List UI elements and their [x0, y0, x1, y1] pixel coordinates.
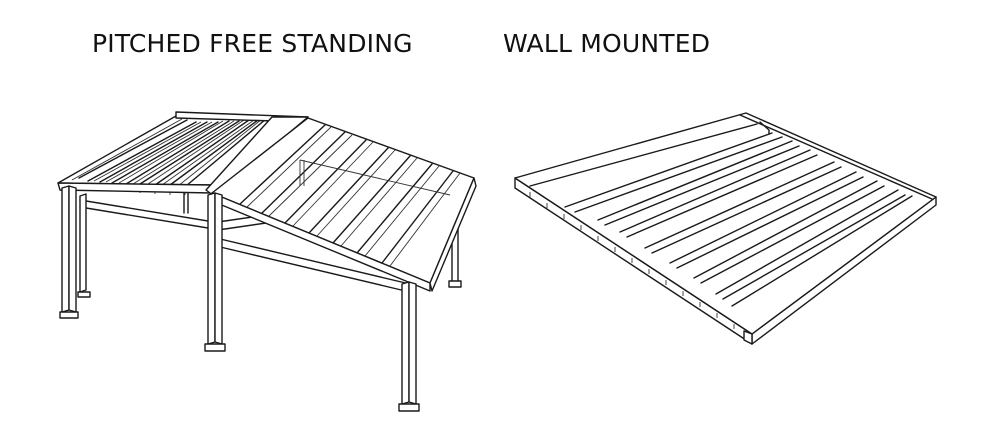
ledger-bracket: [759, 121, 770, 135]
lower-cross-beam: [215, 237, 415, 294]
gutter-bolts: [529, 192, 735, 329]
wall-mounted-caption: WALL MOUNTED: [503, 29, 711, 58]
pitched-free-standing-pergola-drawing: [57, 111, 477, 412]
wall-ledger: [739, 114, 933, 200]
right-roof-slats: [239, 124, 461, 267]
right-side-beam: [429, 177, 477, 292]
right-roof-half: [211, 117, 475, 284]
corner-post-cap: [743, 330, 753, 345]
front-posts: [59, 185, 420, 412]
wall-roof-slats: [597, 140, 913, 307]
left-roof-slats: [71, 118, 267, 187]
left-lower-beam: [79, 199, 215, 230]
wall-mounted-pergola-drawing: [514, 112, 937, 345]
wall-roof-plane: [514, 112, 937, 335]
pitched-free-standing-caption: PITCHED FREE STANDING: [92, 29, 413, 58]
left-front-beam: [57, 182, 213, 194]
